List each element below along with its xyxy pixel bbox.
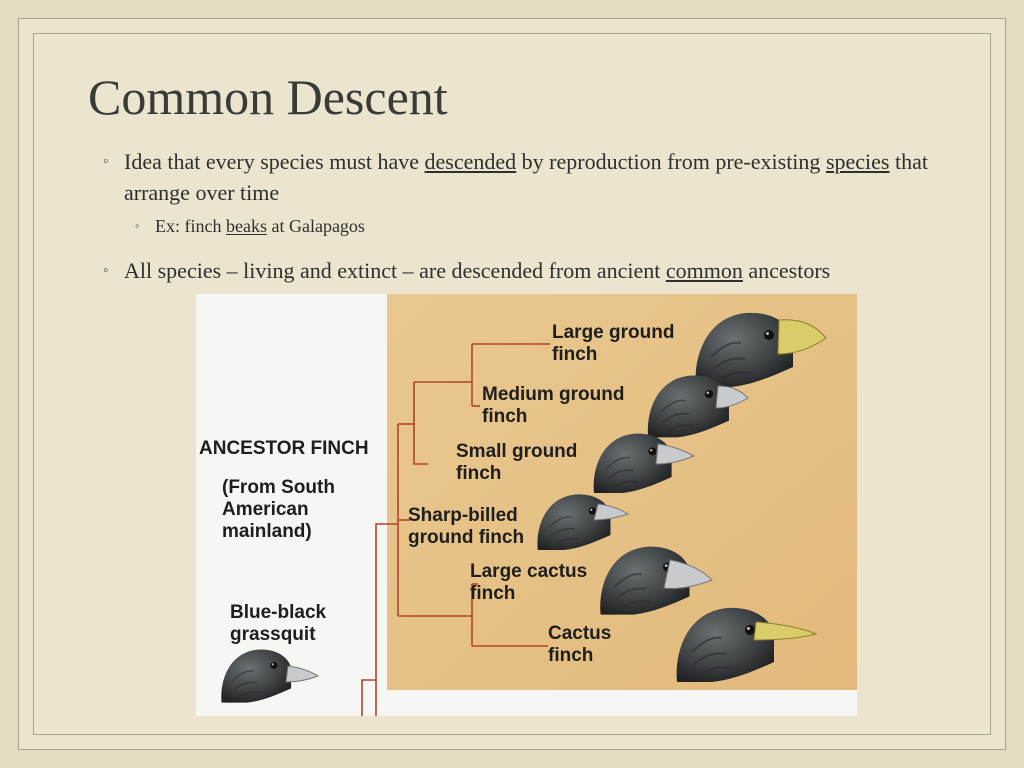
bullet-text: that arrange over time — [124, 149, 928, 205]
bullet-item-3: ◦ All species – living and extinct – are… — [103, 255, 831, 286]
finch-blue-black-grassquit — [220, 648, 320, 704]
bullet-text: at Galapagos — [266, 216, 365, 236]
finch-medium-ground — [646, 374, 749, 438]
finch-large-ground — [694, 311, 827, 388]
underlined-term-common: common — [665, 258, 743, 283]
finch-sharp-billed — [536, 493, 630, 550]
bullet-text: All species – living and extinct – are d… — [124, 258, 666, 283]
finch-evolution-figure: Large ground finch Medium ground finch S… — [196, 294, 857, 716]
underlined-term-beaks: beaks — [225, 216, 267, 236]
bullet-text: Ex: finch — [155, 216, 226, 236]
label-blue-black-grassquit: Blue-black grassquit — [230, 602, 327, 645]
bullet-text: Idea that every species must have — [124, 149, 425, 174]
label-large-cactus-finch: Large cactus finch — [470, 561, 588, 604]
underlined-term-descended: descended — [424, 149, 517, 174]
phylogenetic-tree-lines — [361, 343, 550, 716]
finch-small-ground — [592, 432, 696, 494]
finch-large-cactus — [599, 545, 713, 616]
bullet-text: ancestors — [742, 258, 831, 283]
label-medium-ground-finch: Medium ground finch — [482, 384, 625, 427]
slide-frame-inner — [33, 33, 991, 735]
label-cactus-finch: Cactus finch — [548, 623, 612, 666]
label-sharp-billed-ground-finch: Sharp-billed ground finch — [408, 505, 525, 548]
finch-cactus — [675, 606, 818, 684]
label-ancestor-finch: ANCESTOR FINCH — [199, 438, 369, 459]
bullet-marker: ◦ — [103, 153, 109, 170]
label-large-ground-finch: Large ground finch — [552, 322, 675, 365]
bullet-item-1: ◦ Idea that every species must have desc… — [103, 146, 944, 208]
label-ancestor-origin: (From South American mainland) — [222, 477, 335, 542]
finch-tree-graphic — [220, 294, 857, 716]
bullet-text: by reproduction from pre-existing — [516, 149, 826, 174]
slide-title: Common Descent — [88, 69, 448, 125]
bullet-marker: ◦ — [103, 262, 109, 279]
underlined-term-species: species — [825, 149, 890, 174]
bullet-item-2: ◦ Ex: finch beaks at Galapagos — [135, 214, 365, 238]
label-small-ground-finch: Small ground finch — [456, 441, 578, 484]
bullet-marker: ◦ — [135, 218, 140, 233]
